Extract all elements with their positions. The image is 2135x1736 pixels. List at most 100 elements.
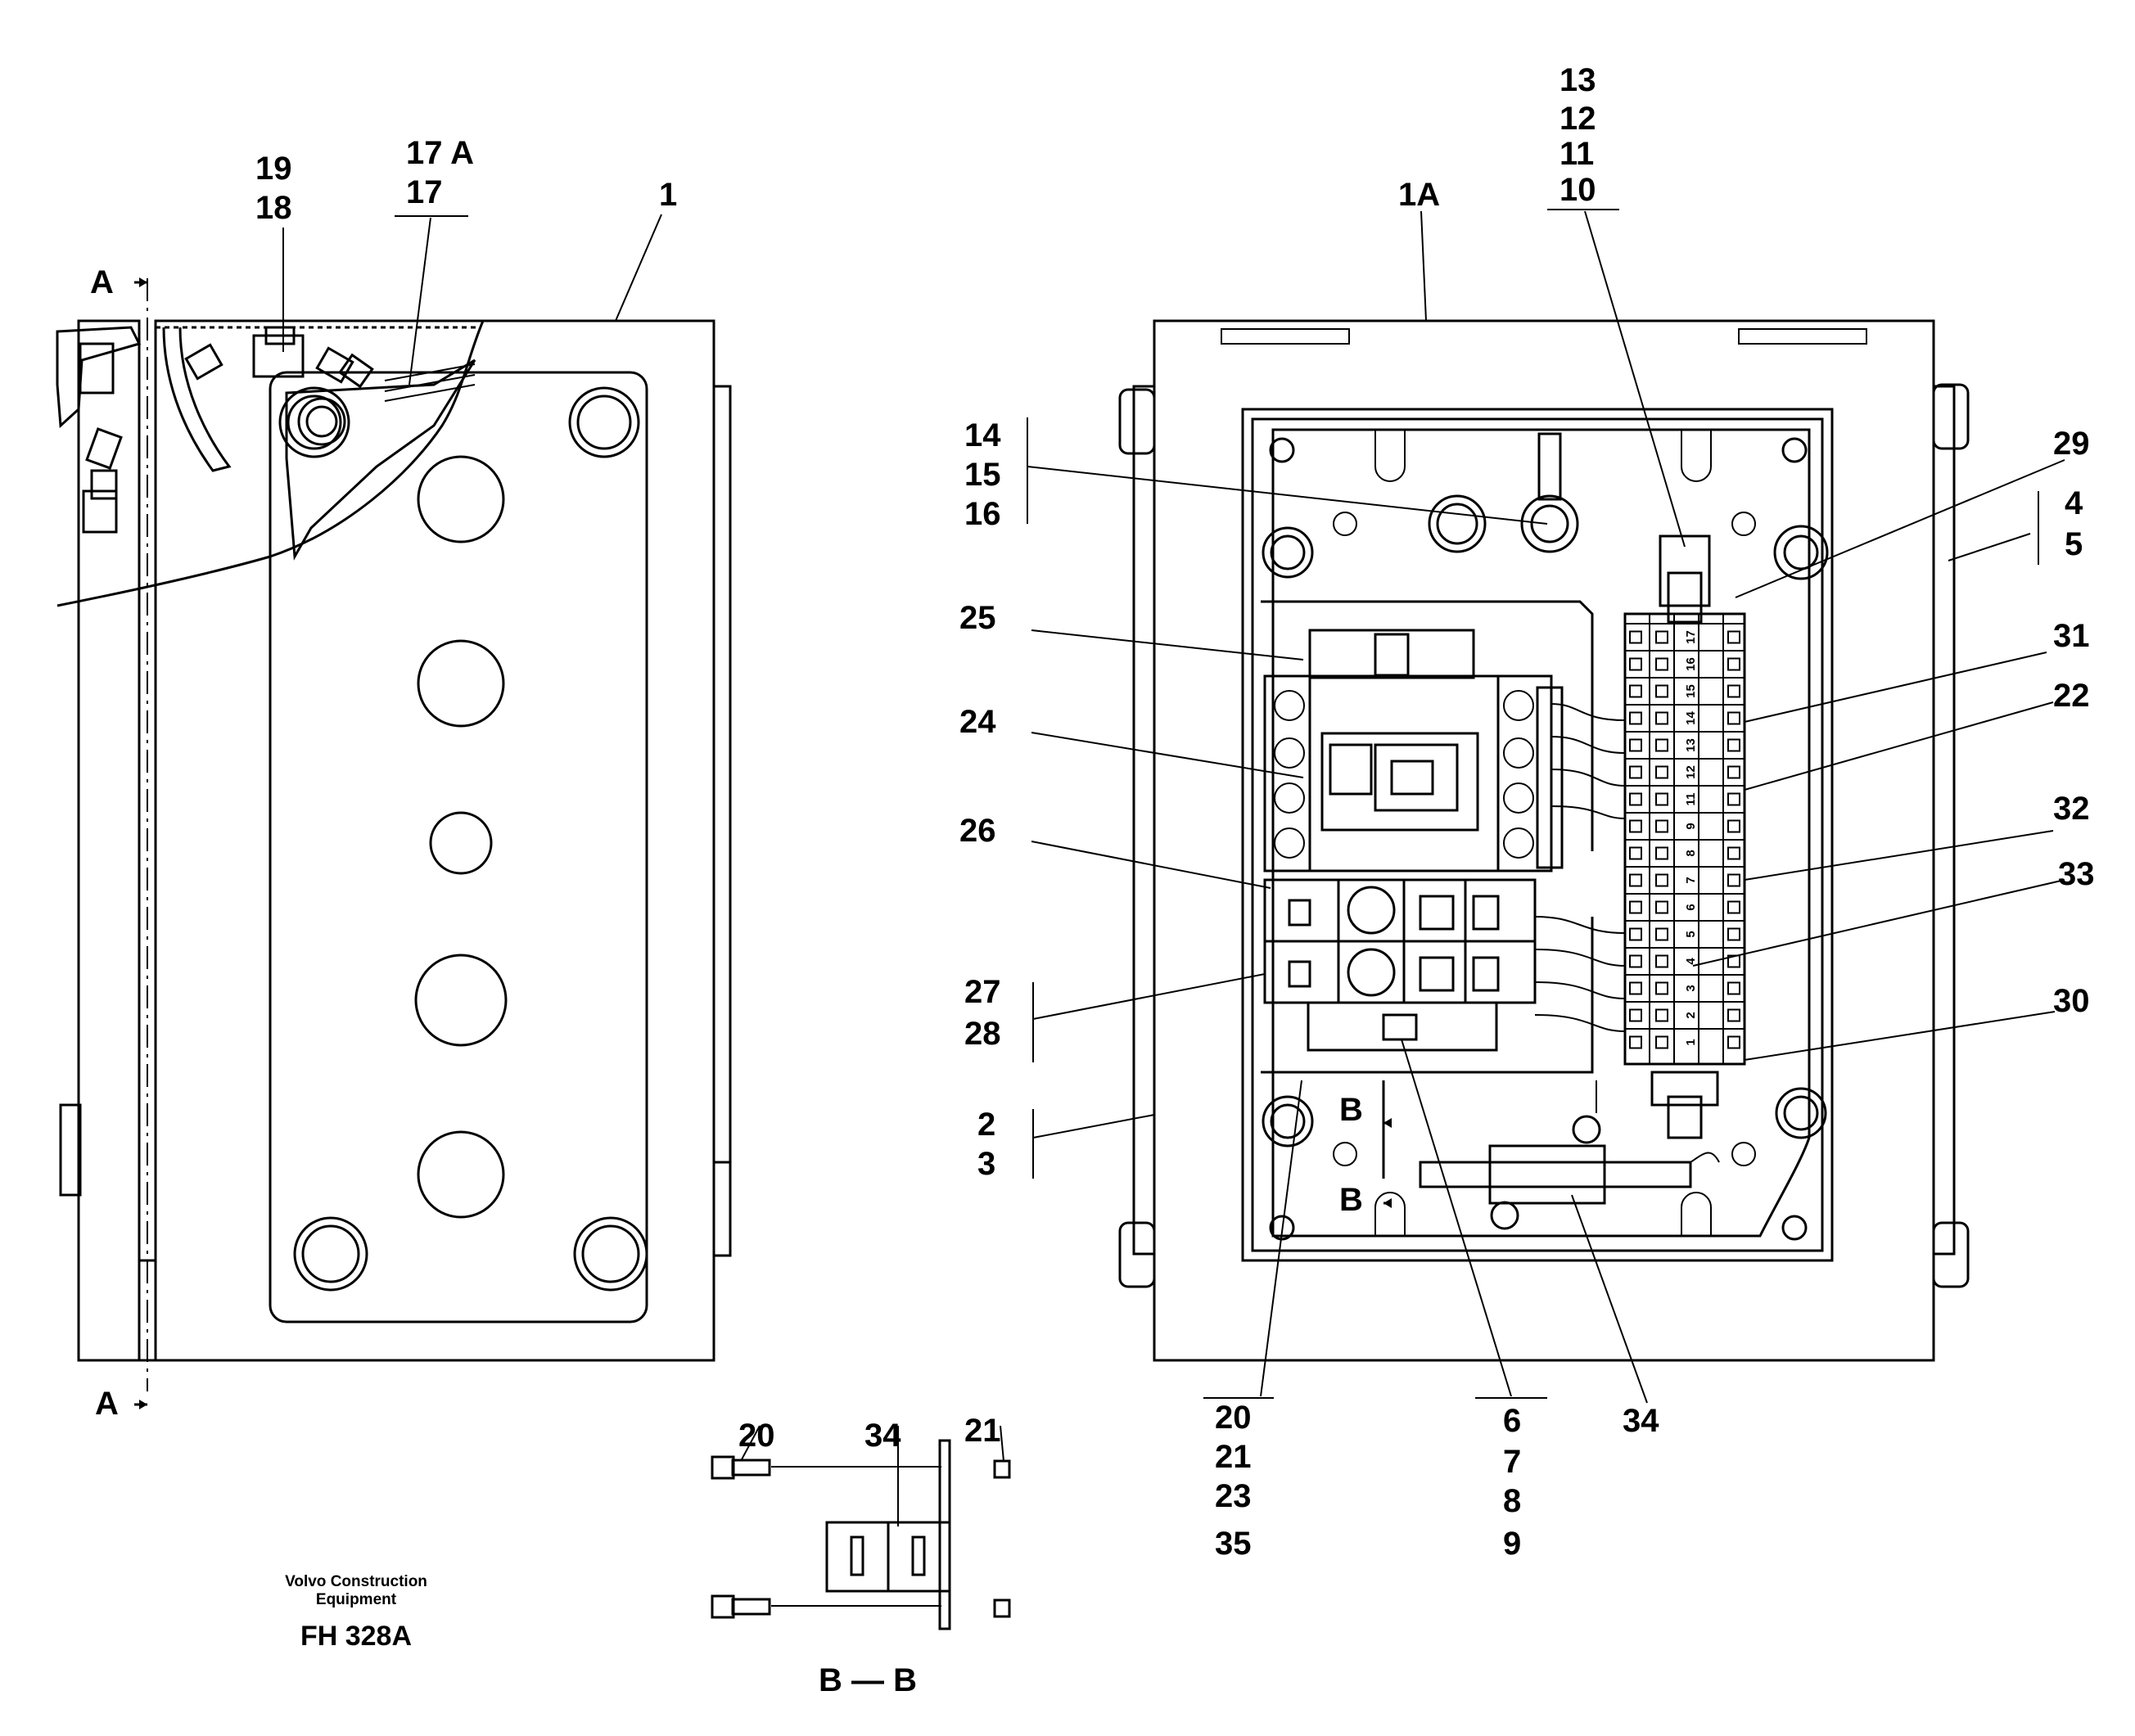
terminal-screw — [1629, 792, 1642, 806]
nut — [993, 1459, 1011, 1479]
callout-14: 14 — [964, 417, 1001, 453]
callout-3: 3 — [977, 1146, 996, 1182]
terminal-screw — [1629, 819, 1642, 833]
right-leader-lines — [1027, 209, 2065, 1404]
mounting-hole — [1773, 525, 1829, 580]
box-right-flange — [712, 385, 732, 1257]
detail-callout-21: 21 — [964, 1413, 1001, 1449]
terminal-number: 1 — [1684, 1039, 1698, 1045]
terminal-screw — [1629, 738, 1642, 752]
terminal-number: 3 — [1684, 985, 1698, 991]
nut — [993, 1598, 1011, 1618]
contactor — [1263, 629, 1564, 873]
terminal-screw — [1655, 765, 1668, 779]
mounting-hole — [1262, 526, 1314, 579]
section-label-a-top: A — [90, 264, 114, 300]
section-label-b-top: B — [1339, 1092, 1363, 1128]
din-rail — [1419, 1161, 1692, 1188]
figure-code: FH 328A — [300, 1621, 413, 1652]
label-plate — [1738, 328, 1867, 345]
terminal-screw — [1727, 927, 1740, 941]
screw-head — [711, 1455, 735, 1480]
terminal-screw — [1727, 846, 1740, 860]
terminal-number: 16 — [1684, 657, 1698, 671]
door-strip — [77, 319, 141, 1362]
terminal-screw — [1629, 711, 1642, 725]
callout-10: 10 — [1559, 172, 1596, 208]
terminal-number: 8 — [1684, 850, 1698, 856]
terminal-end-clamp-bottom — [1650, 1071, 1719, 1107]
terminal-screw — [1629, 900, 1642, 914]
callout-11: 11 — [1559, 136, 1595, 172]
terminal-screw — [1655, 657, 1668, 671]
terminal-screw — [1655, 900, 1668, 914]
callout-21: 21 — [1215, 1439, 1252, 1475]
callout-34: 34 — [1623, 1403, 1659, 1439]
callout-16: 16 — [964, 496, 1001, 532]
callout-5: 5 — [2065, 526, 2083, 562]
arrow-a-top — [139, 277, 147, 287]
terminal-screw — [1629, 657, 1642, 671]
mounting-bolt — [1932, 383, 1970, 450]
left-leader-lines — [282, 214, 662, 386]
callout-25: 25 — [959, 600, 996, 636]
terminal-number: 12 — [1684, 765, 1698, 779]
callout-27: 27 — [964, 974, 1001, 1010]
screw-head — [711, 1594, 735, 1619]
terminal-number: 17 — [1684, 630, 1698, 644]
detail-callout-20: 20 — [738, 1418, 775, 1454]
terminal-screw — [1629, 954, 1642, 968]
callout-4: 4 — [2065, 485, 2083, 521]
manufacturer-line-2: Equipment — [315, 1590, 397, 1608]
cable-entry-hole — [414, 954, 508, 1047]
mounting-bolt — [1932, 1221, 1970, 1288]
callout-15: 15 — [964, 457, 1001, 493]
cable-entry-hole — [417, 1130, 505, 1219]
cable-entry-hole — [417, 455, 505, 543]
terminal-screw — [1629, 1008, 1642, 1022]
mounting-hole — [568, 386, 640, 458]
terminal-screw — [1629, 630, 1642, 644]
terminal-screw — [1727, 738, 1740, 752]
terminal-number: 14 — [1684, 711, 1698, 725]
terminal-screw — [1727, 1008, 1740, 1022]
terminal-screw — [1655, 792, 1668, 806]
terminal-number: 2 — [1684, 1012, 1698, 1018]
mounting-hole — [278, 386, 350, 458]
terminal-screw — [1727, 873, 1740, 887]
callout-12: 12 — [1559, 101, 1596, 137]
callout-30: 30 — [2053, 983, 2090, 1019]
terminal-screw — [1655, 819, 1668, 833]
terminal-screw — [1727, 711, 1740, 725]
cable-entry-hole — [417, 639, 505, 728]
section-label-a-bottom: A — [95, 1386, 119, 1422]
lock-screw — [252, 334, 305, 378]
section-b-detail — [711, 1425, 1011, 1630]
arrow-a-bottom — [139, 1400, 147, 1409]
terminal-screw — [1727, 630, 1740, 644]
callout-1a: 1A — [1398, 177, 1441, 213]
terminal-screw — [1655, 873, 1668, 887]
terminal-screw — [1629, 873, 1642, 887]
terminal-screw — [1727, 792, 1740, 806]
terminal-screw — [1655, 846, 1668, 860]
mounting-hole — [293, 1216, 368, 1292]
terminal-screw — [1655, 981, 1668, 995]
terminal-screw — [1629, 1035, 1642, 1049]
callout-26: 26 — [959, 813, 996, 849]
mounting-hole — [1775, 1087, 1827, 1139]
enclosure-side-view — [56, 277, 732, 1409]
terminal-screw — [1629, 981, 1642, 995]
terminal-screw — [1655, 630, 1668, 644]
callout-20: 20 — [1215, 1400, 1252, 1436]
callout-19: 19 — [255, 151, 292, 187]
terminal-screw — [1727, 981, 1740, 995]
terminal-end-clamp-top — [1659, 534, 1711, 607]
terminal-screw — [1655, 927, 1668, 941]
front-mounting-plate — [1271, 428, 1811, 1238]
arrow-b-bottom — [1383, 1198, 1392, 1208]
terminal-screw — [1727, 684, 1740, 698]
callout-9: 9 — [1503, 1526, 1522, 1562]
terminal-screw — [1727, 819, 1740, 833]
